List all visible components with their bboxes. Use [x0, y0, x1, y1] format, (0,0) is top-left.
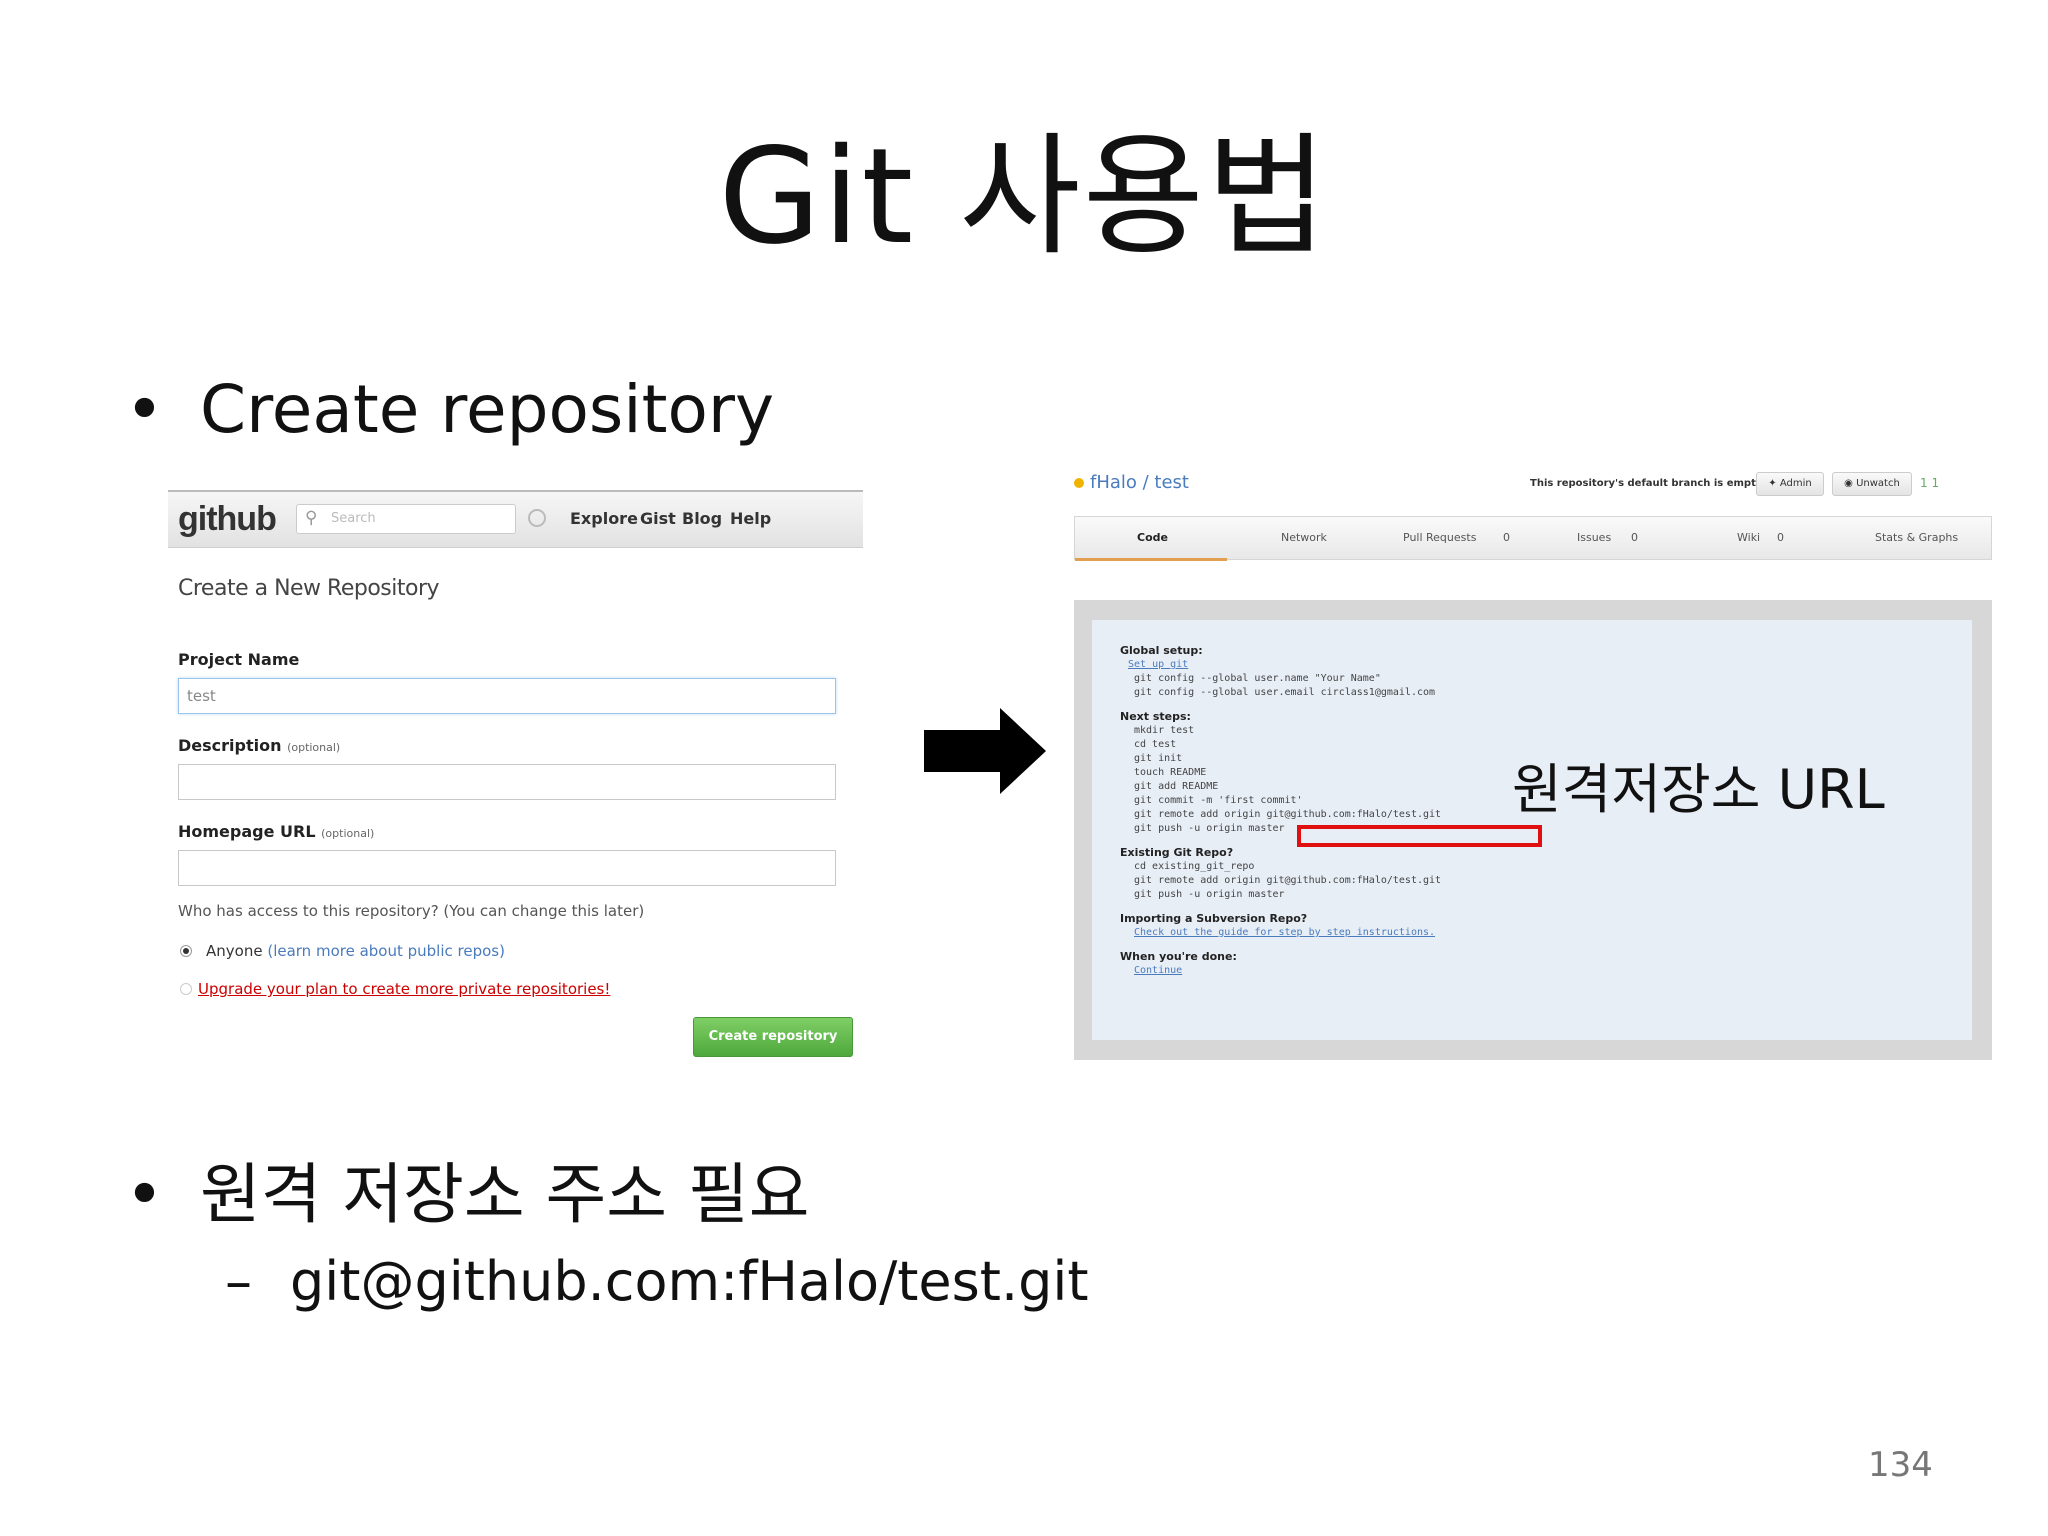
homepage-input[interactable]: [178, 850, 836, 886]
nav-explore[interactable]: Explore: [570, 509, 638, 528]
tab-code[interactable]: Code: [1137, 531, 1168, 544]
next-steps-heading: Next steps:: [1120, 710, 1191, 723]
homepage-label: Homepage URL (optional): [178, 822, 374, 841]
github-logo[interactable]: github: [178, 500, 277, 538]
watchers-forks-count: 1 1: [1920, 476, 1940, 490]
page-number: 134: [1868, 1445, 1933, 1485]
when-done-heading: When you're done:: [1120, 950, 1237, 963]
public-repos-link[interactable]: (learn more about public repos): [267, 942, 505, 960]
repo-page-screenshot: fHalo / test This repository's default b…: [1072, 468, 1992, 1068]
code-line: git init: [1134, 753, 1183, 764]
search-icon: ⚲: [305, 508, 318, 528]
code-line: cd existing_git_repo: [1134, 861, 1255, 872]
global-setup-heading: Global setup:: [1120, 644, 1203, 657]
nav-help[interactable]: Help: [730, 509, 772, 528]
description-label-text: Description: [178, 736, 282, 755]
right-arrow-icon: [924, 708, 1046, 794]
tab-pull-requests-count: 0: [1503, 531, 1510, 544]
upgrade-plan-link[interactable]: Upgrade your plan to create more private…: [198, 980, 611, 998]
repo-title-text: fHalo / test: [1090, 472, 1189, 493]
admin-button[interactable]: ✦ Admin: [1756, 472, 1824, 496]
radio-anyone[interactable]: [180, 945, 192, 957]
option-anyone-label: Anyone: [206, 942, 263, 960]
tab-issues[interactable]: Issues: [1577, 531, 1612, 544]
svn-guide-link[interactable]: Check out the guide for step by step ins…: [1134, 927, 1436, 938]
code-line: git config --global user.email circlass1…: [1134, 687, 1436, 698]
advanced-search-icon[interactable]: [528, 509, 546, 527]
bullet-text: 원격 저장소 주소 필요: [200, 1156, 810, 1233]
nav-blog[interactable]: Blog: [682, 509, 723, 528]
tab-network[interactable]: Network: [1281, 531, 1327, 544]
code-line: cd test: [1134, 739, 1177, 750]
tab-issues-count: 0: [1631, 531, 1638, 544]
eye-icon: ◉: [1844, 478, 1853, 489]
project-name-value: test: [187, 687, 216, 705]
empty-branch-message: This repository's default branch is empt…: [1530, 478, 1767, 489]
bullet-symbol: •: [125, 371, 164, 448]
unwatch-button-label: Unwatch: [1856, 478, 1900, 489]
repo-title[interactable]: fHalo / test: [1074, 472, 1189, 493]
nav-gist[interactable]: Gist: [640, 509, 676, 528]
radio-private[interactable]: [180, 983, 192, 995]
project-name-label-text: Project Name: [178, 650, 300, 669]
tab-stats-graphs[interactable]: Stats & Graphs: [1875, 531, 1959, 544]
wrench-icon: ✦: [1768, 478, 1777, 489]
code-line: touch README: [1134, 767, 1207, 778]
setup-instructions-panel: Global setup: Set up git git config --gl…: [1074, 600, 1992, 1060]
homepage-label-text: Homepage URL: [178, 822, 316, 841]
svn-import-heading: Importing a Subversion Repo?: [1120, 912, 1308, 925]
option-anyone: Anyone (learn more about public repos): [206, 942, 505, 960]
code-line: git push -u origin master: [1134, 823, 1285, 834]
project-name-input[interactable]: test: [178, 678, 836, 714]
continue-link[interactable]: Continue: [1134, 965, 1183, 976]
github-header: github ⚲ Search Explore Gist Blog Help: [168, 492, 863, 548]
remote-url-annotation: 원격저장소 URL: [1512, 758, 1885, 821]
access-question: Who has access to this repository? (You …: [178, 902, 645, 920]
admin-button-label: Admin: [1779, 478, 1812, 489]
bullet-create-repository: • Create repository: [125, 370, 775, 449]
code-line-remote: git remote add origin git@github.com:fHa…: [1134, 809, 1442, 820]
bullet-text: Create repository: [200, 371, 775, 448]
bullet-remote-address: • 원격 저장소 주소 필요: [125, 1155, 810, 1234]
project-name-label: Project Name: [178, 650, 299, 669]
search-input[interactable]: ⚲ Search: [296, 504, 516, 534]
description-input[interactable]: [178, 764, 836, 800]
unwatch-button[interactable]: ◉ Unwatch: [1832, 472, 1912, 496]
github-new-repo-screenshot: github ⚲ Search Explore Gist Blog Help C…: [168, 490, 863, 1090]
code-line: git push -u origin master: [1134, 889, 1285, 900]
active-tab-indicator: [1075, 558, 1227, 561]
dash-symbol: –: [225, 1250, 252, 1313]
repo-tabs: Code Network Pull Requests 0 Issues 0 Wi…: [1074, 516, 1992, 561]
remote-url-highlight: [1297, 825, 1542, 847]
setup-instructions-box: Global setup: Set up git git config --gl…: [1092, 620, 1972, 1040]
tab-pull-requests[interactable]: Pull Requests: [1403, 531, 1477, 544]
existing-repo-heading: Existing Git Repo?: [1120, 846, 1234, 859]
code-line: git config --global user.name "Your Name…: [1134, 673, 1381, 684]
sub-bullet-text: git@github.com:fHalo/test.git: [290, 1250, 1089, 1313]
search-placeholder: Search: [331, 511, 376, 526]
tab-wiki-count: 0: [1777, 531, 1784, 544]
description-optional-note: (optional): [287, 741, 341, 754]
form-heading: Create a New Repository: [178, 576, 440, 601]
homepage-optional-note: (optional): [321, 827, 375, 840]
code-line: mkdir test: [1134, 725, 1195, 736]
repo-status-dot-icon: [1074, 478, 1084, 488]
bullet-symbol: •: [125, 1156, 164, 1233]
slide-title: Git 사용법: [718, 120, 1330, 274]
create-repository-button[interactable]: Create repository: [693, 1017, 853, 1057]
description-label: Description (optional): [178, 736, 340, 755]
code-line: git commit -m 'first commit': [1134, 795, 1303, 806]
tab-wiki[interactable]: Wiki: [1737, 531, 1761, 544]
code-line: git add README: [1134, 781, 1219, 792]
set-up-git-link[interactable]: Set up git: [1128, 659, 1189, 670]
code-line: git remote add origin git@github.com:fHa…: [1134, 875, 1442, 886]
